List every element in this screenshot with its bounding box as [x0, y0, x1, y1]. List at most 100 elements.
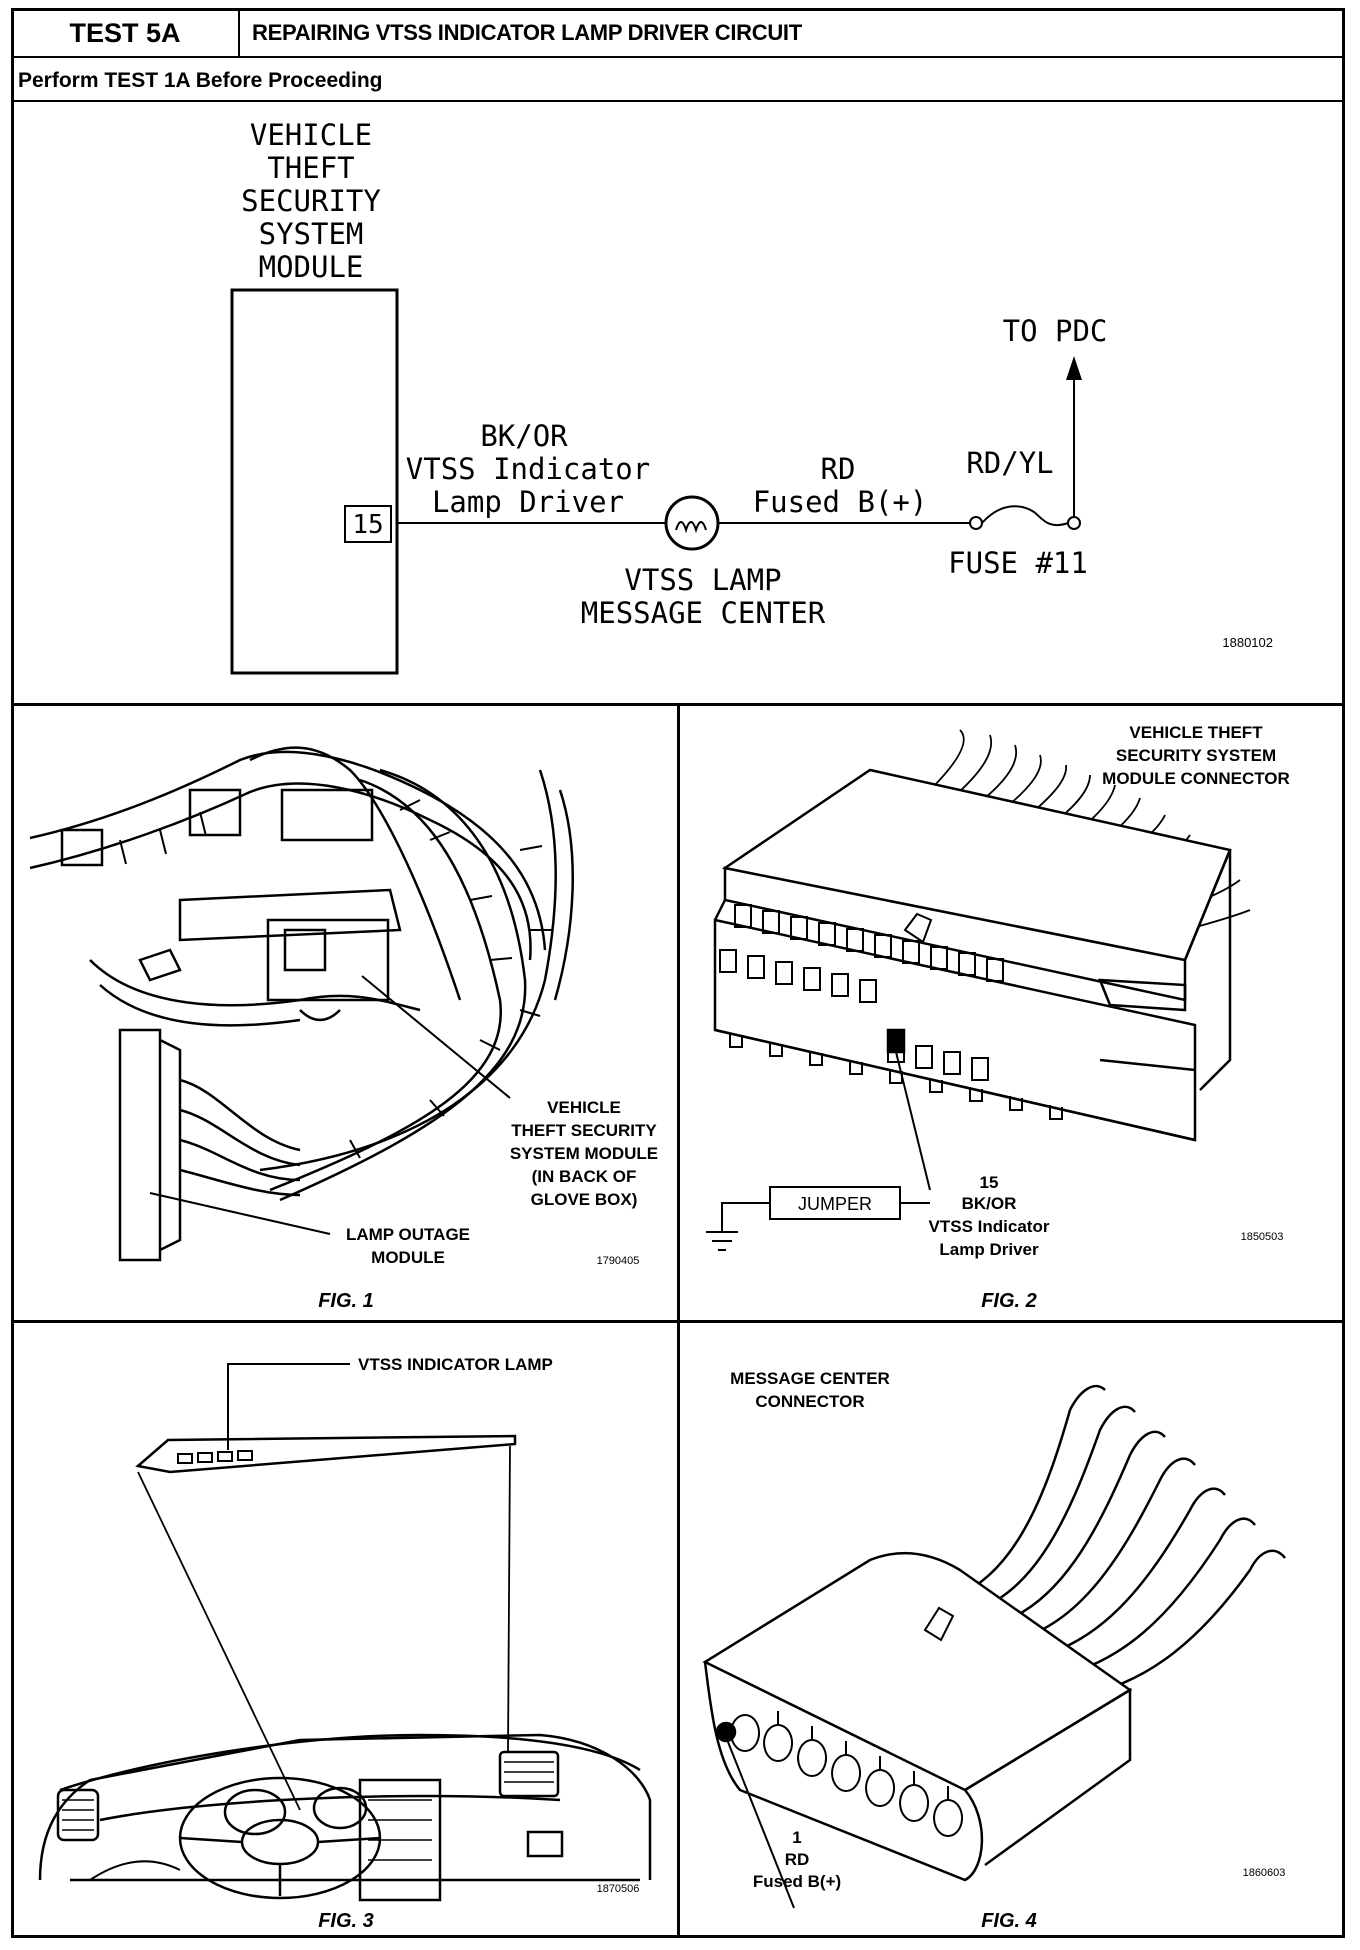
wire1-color: BK/OR: [480, 419, 568, 453]
harness-bundle: [29, 750, 547, 951]
dashboard-top: [59, 1733, 641, 1792]
indicator-lamps-icon: [177, 1450, 253, 1464]
header-divider: [11, 56, 1345, 58]
seat-edge: [89, 1860, 181, 1881]
lamp-filament-icon: [675, 521, 707, 534]
module-label-line: SECURITY: [241, 184, 381, 218]
right-vent-icon: [498, 1750, 560, 1798]
projection-line: [137, 1471, 301, 1811]
fig2-pin-callout: 15: [980, 1173, 999, 1192]
fig4-pin-callout: 1: [792, 1828, 801, 1847]
harness-bundle: [29, 782, 532, 961]
schematic: VEHICLE THEFT SECURITY SYSTEM MODULE 15 …: [230, 118, 1273, 675]
fig1-module-callout: SYSTEM MODULE: [510, 1144, 658, 1163]
wire1-name: VTSS Indicator: [406, 452, 650, 486]
arrow-up-icon: [1066, 356, 1082, 380]
gauge-cluster-icon: [223, 1788, 287, 1836]
schematic-ref: 1880102: [1222, 635, 1273, 650]
prerequisite-note: Perform TEST 1A Before Proceeding: [18, 69, 383, 92]
header-test-divider: [238, 8, 240, 58]
fuse-symbol: [981, 505, 1069, 527]
hazard-switch-icon: [526, 1830, 564, 1858]
tape-wraps: [119, 799, 552, 1159]
connector-lower-rail: [713, 899, 1196, 1142]
vtss-module-icon: [266, 918, 390, 1002]
fig4-text: MESSAGE CENTER CONNECTOR 1 RD Fused B(+)…: [730, 1369, 1285, 1932]
connector-housing-side: [964, 1687, 1132, 1867]
bottom-teeth: [729, 1033, 1063, 1120]
module-label-line: MODULE: [259, 250, 364, 284]
to-pdc-label: TO PDC: [1003, 314, 1108, 348]
connector-side: [1183, 849, 1232, 1091]
fuse-terminal-left: [969, 516, 983, 530]
harness-bundle: [269, 778, 503, 1192]
steering-hub: [240, 1818, 320, 1866]
fig1-module-callout: (IN BACK OF: [532, 1167, 637, 1186]
wire3-color: RD/YL: [966, 446, 1053, 480]
fig3-lamp-callout: VTSS INDICATOR LAMP: [358, 1355, 553, 1374]
fig3-ref: 1870506: [597, 1883, 640, 1895]
dashboard-lower: [70, 1794, 640, 1882]
right-vent-slats: [504, 1761, 554, 1783]
fig2-pin-callout: BK/OR: [962, 1194, 1017, 1213]
lock-tab-icon: [903, 912, 933, 944]
fig4-caption: FIG. 4: [981, 1910, 1037, 1932]
fig1-illustration: [29, 746, 574, 1262]
lamp-label: VTSS LAMP: [624, 563, 781, 597]
dash-clip: [138, 948, 341, 1022]
upper-cavities: [734, 904, 1004, 982]
fig2-illustration: [706, 729, 1251, 1251]
lamp-outage-wires: [179, 1078, 301, 1197]
page-title: REPAIRING VTSS INDICATOR LAMP DRIVER CIR…: [252, 20, 802, 45]
module-label-line: SYSTEM: [259, 217, 364, 251]
fig3-illustration: [38, 1363, 652, 1902]
fig1-lamp-outage-callout: MODULE: [371, 1248, 445, 1267]
fig2-caption: FIG. 2: [981, 1290, 1037, 1312]
fig3-text: VTSS INDICATOR LAMP 1870506 FIG. 3: [318, 1355, 639, 1932]
fig4-connector-title: CONNECTOR: [755, 1392, 864, 1411]
pin-box: [344, 505, 392, 543]
figure-column-divider: [677, 703, 680, 1938]
harness-bundle: [99, 984, 301, 1027]
harness-bundle: [279, 768, 527, 1202]
left-vent-icon: [56, 1788, 100, 1842]
fig1-text: VEHICLE THEFT SECURITY SYSTEM MODULE (IN…: [318, 1098, 658, 1312]
connector-housing-top: [702, 1551, 1133, 1792]
harness-bundle: [249, 746, 462, 1001]
fig2-ref: 1850503: [1241, 1231, 1284, 1243]
fuse-terminal-right: [1067, 516, 1081, 530]
fig4-pin-callout: Fused B(+): [753, 1872, 841, 1891]
module-label: VEHICLE THEFT SECURITY SYSTEM MODULE: [241, 118, 381, 284]
connector-small-icon: [60, 828, 104, 867]
gauge-cluster-icon: [312, 1786, 368, 1830]
connector-front: [713, 918, 1197, 1142]
jumper-label: JUMPER: [798, 1194, 872, 1214]
connector-top-icon: [280, 788, 374, 842]
module-connector-icon: [283, 928, 327, 972]
vtss-module-box: [230, 288, 399, 675]
fig4-illustration: [702, 1384, 1286, 1909]
connector-top-face: [721, 768, 1232, 962]
subheader-divider: [11, 100, 1345, 102]
fig1-module-callout: THEFT SECURITY: [511, 1121, 657, 1140]
connector-left-icon: [188, 788, 242, 837]
harness-bundle: [259, 769, 557, 1172]
module-leader-line: [361, 975, 511, 1099]
pin-number: 15: [352, 510, 383, 540]
fig1-caption: FIG. 1: [318, 1290, 374, 1312]
pin-1-leader-line: [727, 1741, 795, 1909]
lamp-outage-module-icon: [118, 1028, 182, 1262]
wire1-name: Lamp Driver: [432, 485, 624, 519]
fig1-module-callout: GLOVE BOX): [531, 1190, 638, 1209]
left-vent-slats: [62, 1799, 94, 1831]
fig1-ref: 1790405: [597, 1255, 640, 1267]
fig2-pin-callout: Lamp Driver: [939, 1240, 1039, 1259]
dashboard-outline: [38, 1733, 652, 1881]
fig2-connector-title: MODULE CONNECTOR: [1102, 769, 1290, 788]
ground-wire: [721, 1202, 770, 1232]
radio-slots: [368, 1799, 432, 1861]
lamp-label: MESSAGE CENTER: [581, 596, 826, 630]
pin-15-leader-line: [895, 1051, 931, 1191]
projection-line: [507, 1445, 511, 1753]
